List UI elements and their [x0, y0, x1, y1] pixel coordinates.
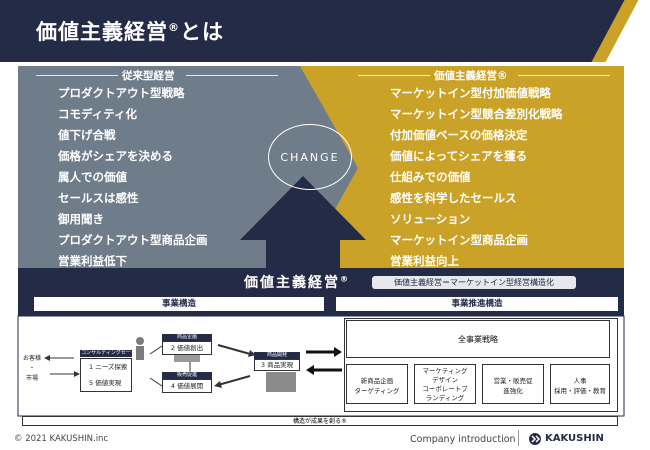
arrow-line — [149, 345, 163, 355]
list-item: 価値によってシェアを獲る — [390, 149, 528, 163]
person-icon — [136, 337, 144, 345]
section-promotion-structure: 事業推進構造 — [336, 297, 618, 311]
list-item: 値下げ合戦 — [58, 128, 116, 142]
promo-step: 4 価値展開 — [162, 379, 212, 393]
list-item: 営業利益低下 — [58, 254, 127, 268]
list-item: セールスは感性 — [58, 191, 139, 205]
right-heading-rule — [518, 75, 610, 76]
left-heading-rule — [186, 75, 278, 76]
section-business-structure: 事業構造 — [34, 297, 324, 311]
page-title: 価値主義経営®とは — [36, 20, 224, 44]
list-item: 付加価値ベースの価格決定 — [390, 128, 528, 142]
banner-subtitle: 価値主義経営＝マーケットイン型経営構造化 — [372, 276, 576, 289]
footer-divider — [518, 430, 519, 446]
list-item: マーケットイン型付加価値戦略 — [390, 86, 551, 100]
arrow-line — [149, 377, 163, 387]
list-item: ソリューション — [390, 212, 471, 226]
list-item: 営業利益向上 — [390, 254, 459, 268]
banner-title: 価値主義経営® — [244, 274, 350, 291]
person-icon — [136, 346, 144, 360]
strategy-box: 人事 採用・評価・教育 — [550, 364, 610, 404]
arrow-head — [306, 365, 314, 375]
list-item: コモディティ化 — [58, 107, 138, 121]
left-heading-rule — [36, 75, 118, 76]
right-heading: 価値主義経営® — [434, 70, 508, 82]
company-intro: Company introduction — [410, 434, 516, 445]
list-item: 価格がシェアを決める — [58, 149, 173, 163]
header-bar — [0, 0, 650, 62]
strategy-box: 新商品企画 ターゲティング — [346, 364, 408, 404]
conventional-list: プロダクトアウト型戦略 コモディティ化 値下げ合戦 価格がシェアを決める 属人で… — [58, 84, 208, 271]
strategy-box: 営業・販売促 進強化 — [482, 364, 544, 404]
list-item: 感性を科学したセールス — [390, 191, 517, 205]
comparison-panel: 従来型経営 価値主義経営® プロダクトアウト型戦略 コモディティ化 値下げ合戦 … — [18, 66, 624, 272]
arrow-head — [334, 347, 342, 357]
plan-step: 2 価値創出 — [162, 341, 212, 355]
value-list: マーケットイン型付加価値戦略 マーケットイン型競合差別化戦略 付加価値ベースの価… — [390, 84, 563, 271]
list-item: 属人での価値 — [58, 170, 127, 184]
arrow-head — [44, 355, 50, 361]
promo-label: 販売促進 — [162, 372, 212, 379]
arrow-head — [74, 371, 80, 377]
arrow-line — [217, 344, 251, 355]
kakushin-logo-text: KAKUSHIN — [545, 433, 604, 444]
list-item: マーケットイン型商品企画 — [390, 233, 528, 247]
structure-result-bar: 構造が成果を創る® — [22, 416, 618, 426]
strategy-main: 全事業戦略 — [346, 320, 610, 358]
list-item: プロダクトアウト型商品企画 — [58, 233, 208, 247]
right-heading-rule — [358, 75, 430, 76]
prod-label: 商品開発 — [254, 352, 300, 359]
list-item: マーケットイン型競合差別化戦略 — [390, 107, 563, 121]
arrow-line — [217, 375, 251, 386]
kakushin-logo-icon — [529, 433, 541, 445]
list-item: 御用聞き — [58, 212, 104, 226]
copyright: © 2021 KAKUSHIN.inc — [14, 434, 109, 444]
strategy-box: マーケティング デザイン コーポレートブ ランディング — [414, 364, 476, 404]
consult-step-1: 1 ニーズ探索 — [89, 363, 128, 371]
plan-label: 商品企画 — [162, 334, 212, 341]
consult-label: コンサルティングセールス — [80, 350, 132, 363]
consult-box: 1 ニーズ探索 5 価値実現 — [80, 358, 132, 392]
change-arrow — [240, 176, 366, 272]
list-item: 仕組みでの価値 — [390, 170, 471, 184]
meeting-icon — [174, 354, 200, 362]
comparison-background — [18, 66, 366, 272]
prod-step: 3 商品実現 — [254, 359, 300, 371]
arrow-head — [214, 381, 222, 388]
workers-icon — [266, 372, 296, 392]
consult-step-5: 5 価値実現 — [89, 379, 122, 387]
left-heading: 従来型経営 — [122, 70, 175, 82]
list-item: プロダクトアウト型戦略 — [58, 86, 185, 100]
change-circle: CHANGE — [268, 124, 352, 190]
customer-market: お客様・市場 — [22, 355, 41, 382]
